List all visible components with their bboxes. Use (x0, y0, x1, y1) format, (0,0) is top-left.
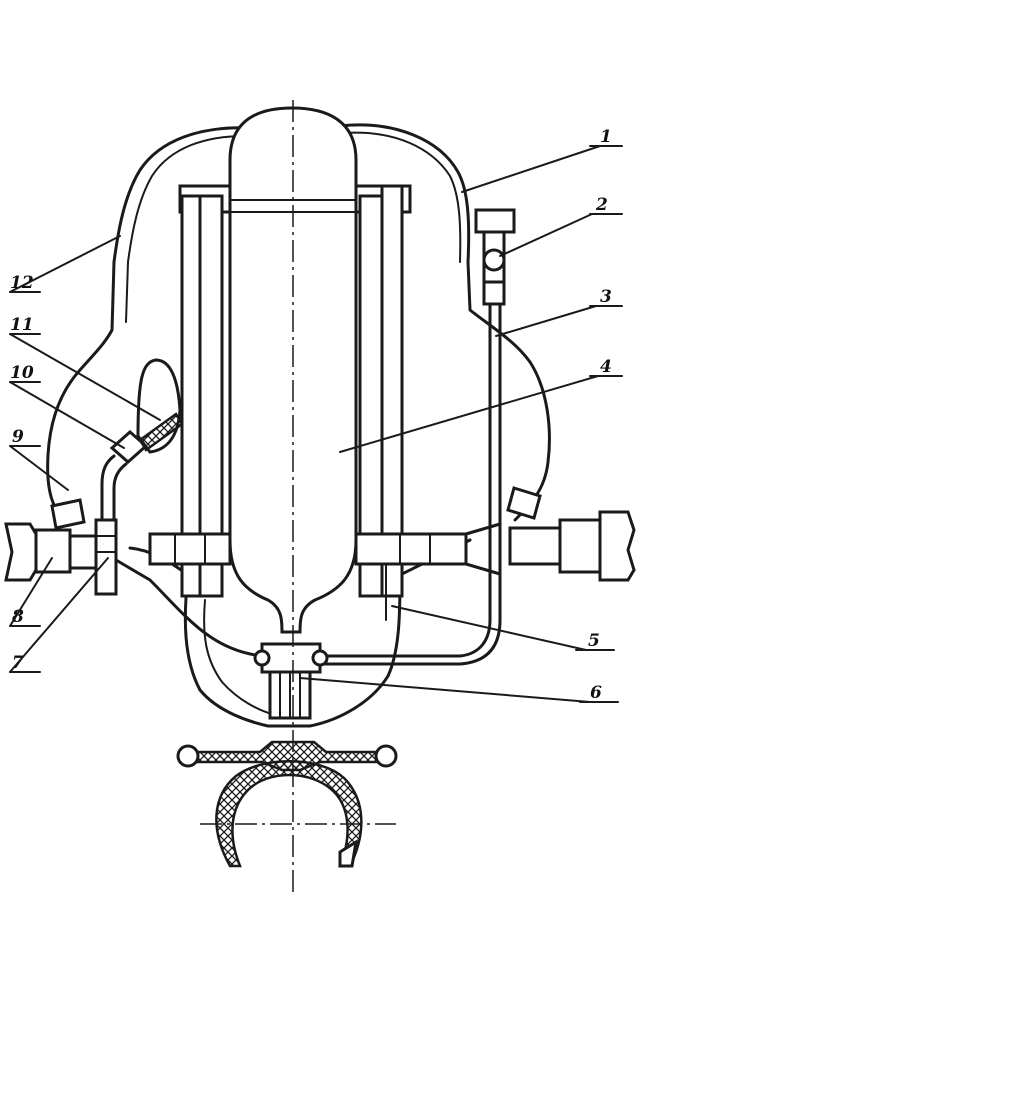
section-view (176, 740, 398, 868)
callout-11: 11 (10, 315, 34, 335)
callout-1: 1 (600, 127, 612, 147)
leader-lines (9, 145, 623, 703)
frame-rails (178, 184, 412, 621)
callout-9: 9 (12, 427, 24, 447)
callout-6: 6 (590, 683, 602, 703)
waist-belt (148, 522, 502, 576)
callout-3: 3 (600, 287, 612, 307)
callout-5: 5 (588, 631, 600, 651)
callout-2: 2 (595, 195, 608, 215)
callout-7: 7 (12, 653, 24, 673)
cylinder-valve (253, 642, 329, 720)
supply-hose (94, 358, 264, 658)
callout-8: 8 (11, 607, 24, 627)
callout-10: 10 (10, 363, 34, 383)
right-buckle (506, 486, 636, 582)
callout-4: 4 (600, 357, 612, 377)
pressure-hose (318, 208, 516, 666)
axis-lines (200, 100, 396, 892)
callout-labels: 1 2 3 4 5 6 7 8 9 10 11 12 (10, 127, 612, 703)
callout-12: 12 (10, 273, 34, 293)
left-buckle (4, 498, 98, 582)
